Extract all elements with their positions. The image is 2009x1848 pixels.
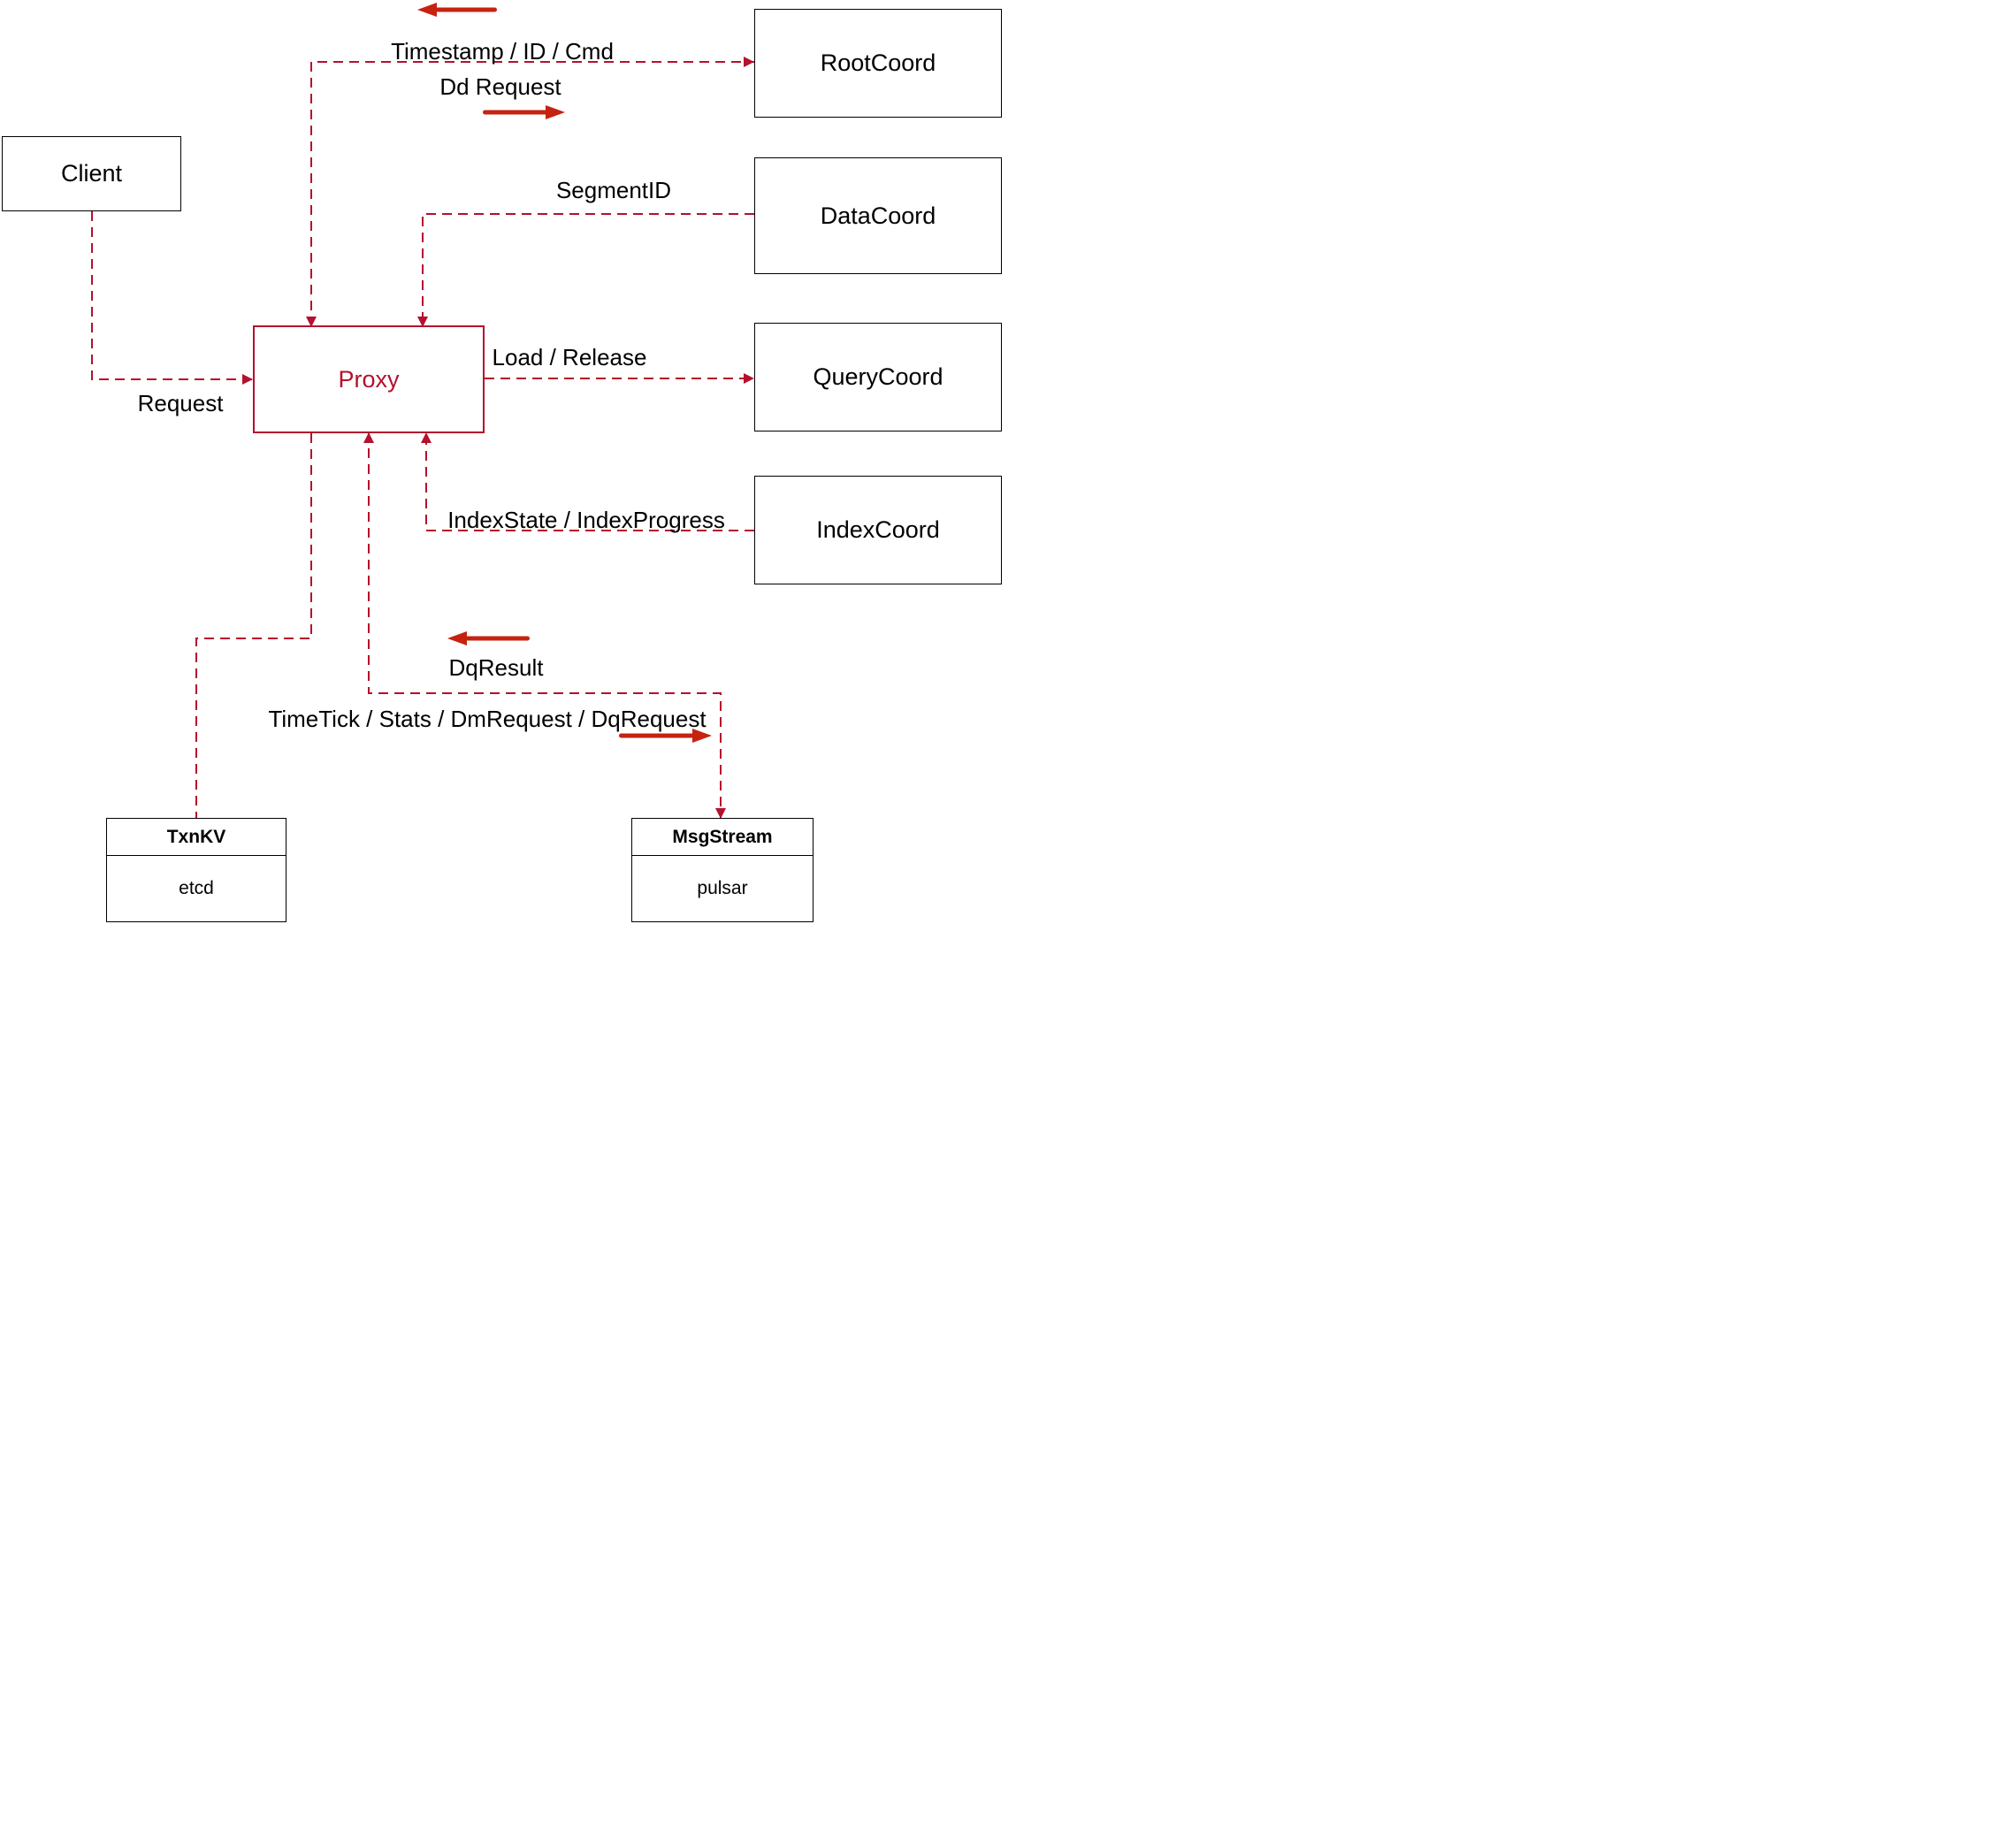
edge-label-segment-id: SegmentID	[555, 177, 672, 203]
arrowhead-into-querycoord	[744, 373, 754, 384]
left-arrow-timestamp	[417, 3, 497, 17]
indexcoord-label: IndexCoord	[816, 516, 940, 543]
node-querycoord: QueryCoord	[754, 323, 1002, 431]
msgstream-impl: pulsar	[697, 878, 748, 898]
node-proxy: Proxy	[253, 325, 485, 433]
edge-label-index-state: IndexState / IndexProgress	[447, 507, 725, 533]
edge-label-dq-result: DqResult	[448, 654, 544, 681]
right-arrow-time-tick	[619, 729, 712, 743]
edge-label-timestamp-id-cmd: Timestamp / ID / Cmd	[391, 38, 614, 65]
edge-proxy-msgstream	[368, 432, 722, 819]
node-txnkv: TxnKV etcd	[106, 818, 286, 922]
arrowhead-dqresult-into-proxy	[363, 432, 374, 443]
node-msgstream: MsgStream pulsar	[631, 818, 814, 922]
right-arrow-dd-request	[483, 105, 565, 119]
edge-label-dd-request: Dd Request	[439, 73, 561, 100]
connector-layer	[91, 3, 754, 819]
arrowhead-into-rootcoord	[744, 57, 754, 67]
arrowhead-into-proxy-top-left	[306, 317, 317, 327]
edge-proxy-rootcoord	[310, 61, 754, 326]
node-indexcoord: IndexCoord	[754, 476, 1002, 584]
edge-datacoord-proxy	[422, 213, 754, 326]
left-arrow-dq-result	[447, 631, 530, 645]
querycoord-label: QueryCoord	[813, 363, 943, 390]
node-client: Client	[2, 136, 181, 211]
msgstream-title: MsgStream	[632, 819, 813, 856]
datacoord-label: DataCoord	[820, 202, 936, 229]
edge-indexcoord-proxy	[425, 432, 754, 531]
edge-proxy-txnkv	[195, 433, 312, 818]
node-rootcoord: RootCoord	[754, 9, 1002, 118]
rootcoord-label: RootCoord	[820, 50, 936, 76]
arrowhead-indexstate-into-proxy	[421, 432, 432, 443]
arrowhead-into-msgstream	[715, 808, 726, 819]
edge-label-time-tick: TimeTick / Stats / DmRequest / DqRequest	[268, 706, 707, 732]
architecture-diagram: Client Proxy RootCoord DataCoord QueryCo…	[0, 0, 1004, 924]
proxy-label: Proxy	[338, 365, 400, 393]
edge-client-proxy	[91, 211, 253, 380]
txnkv-title: TxnKV	[107, 819, 286, 856]
edge-label-load-release: Load / Release	[492, 344, 647, 370]
txnkv-impl: etcd	[179, 878, 214, 898]
arrowhead-request-into-proxy	[242, 374, 253, 385]
node-datacoord: DataCoord	[754, 157, 1002, 274]
edge-label-request: Request	[137, 390, 224, 416]
client-label: Client	[60, 160, 123, 187]
arrowhead-segmentid-into-proxy	[417, 317, 428, 327]
